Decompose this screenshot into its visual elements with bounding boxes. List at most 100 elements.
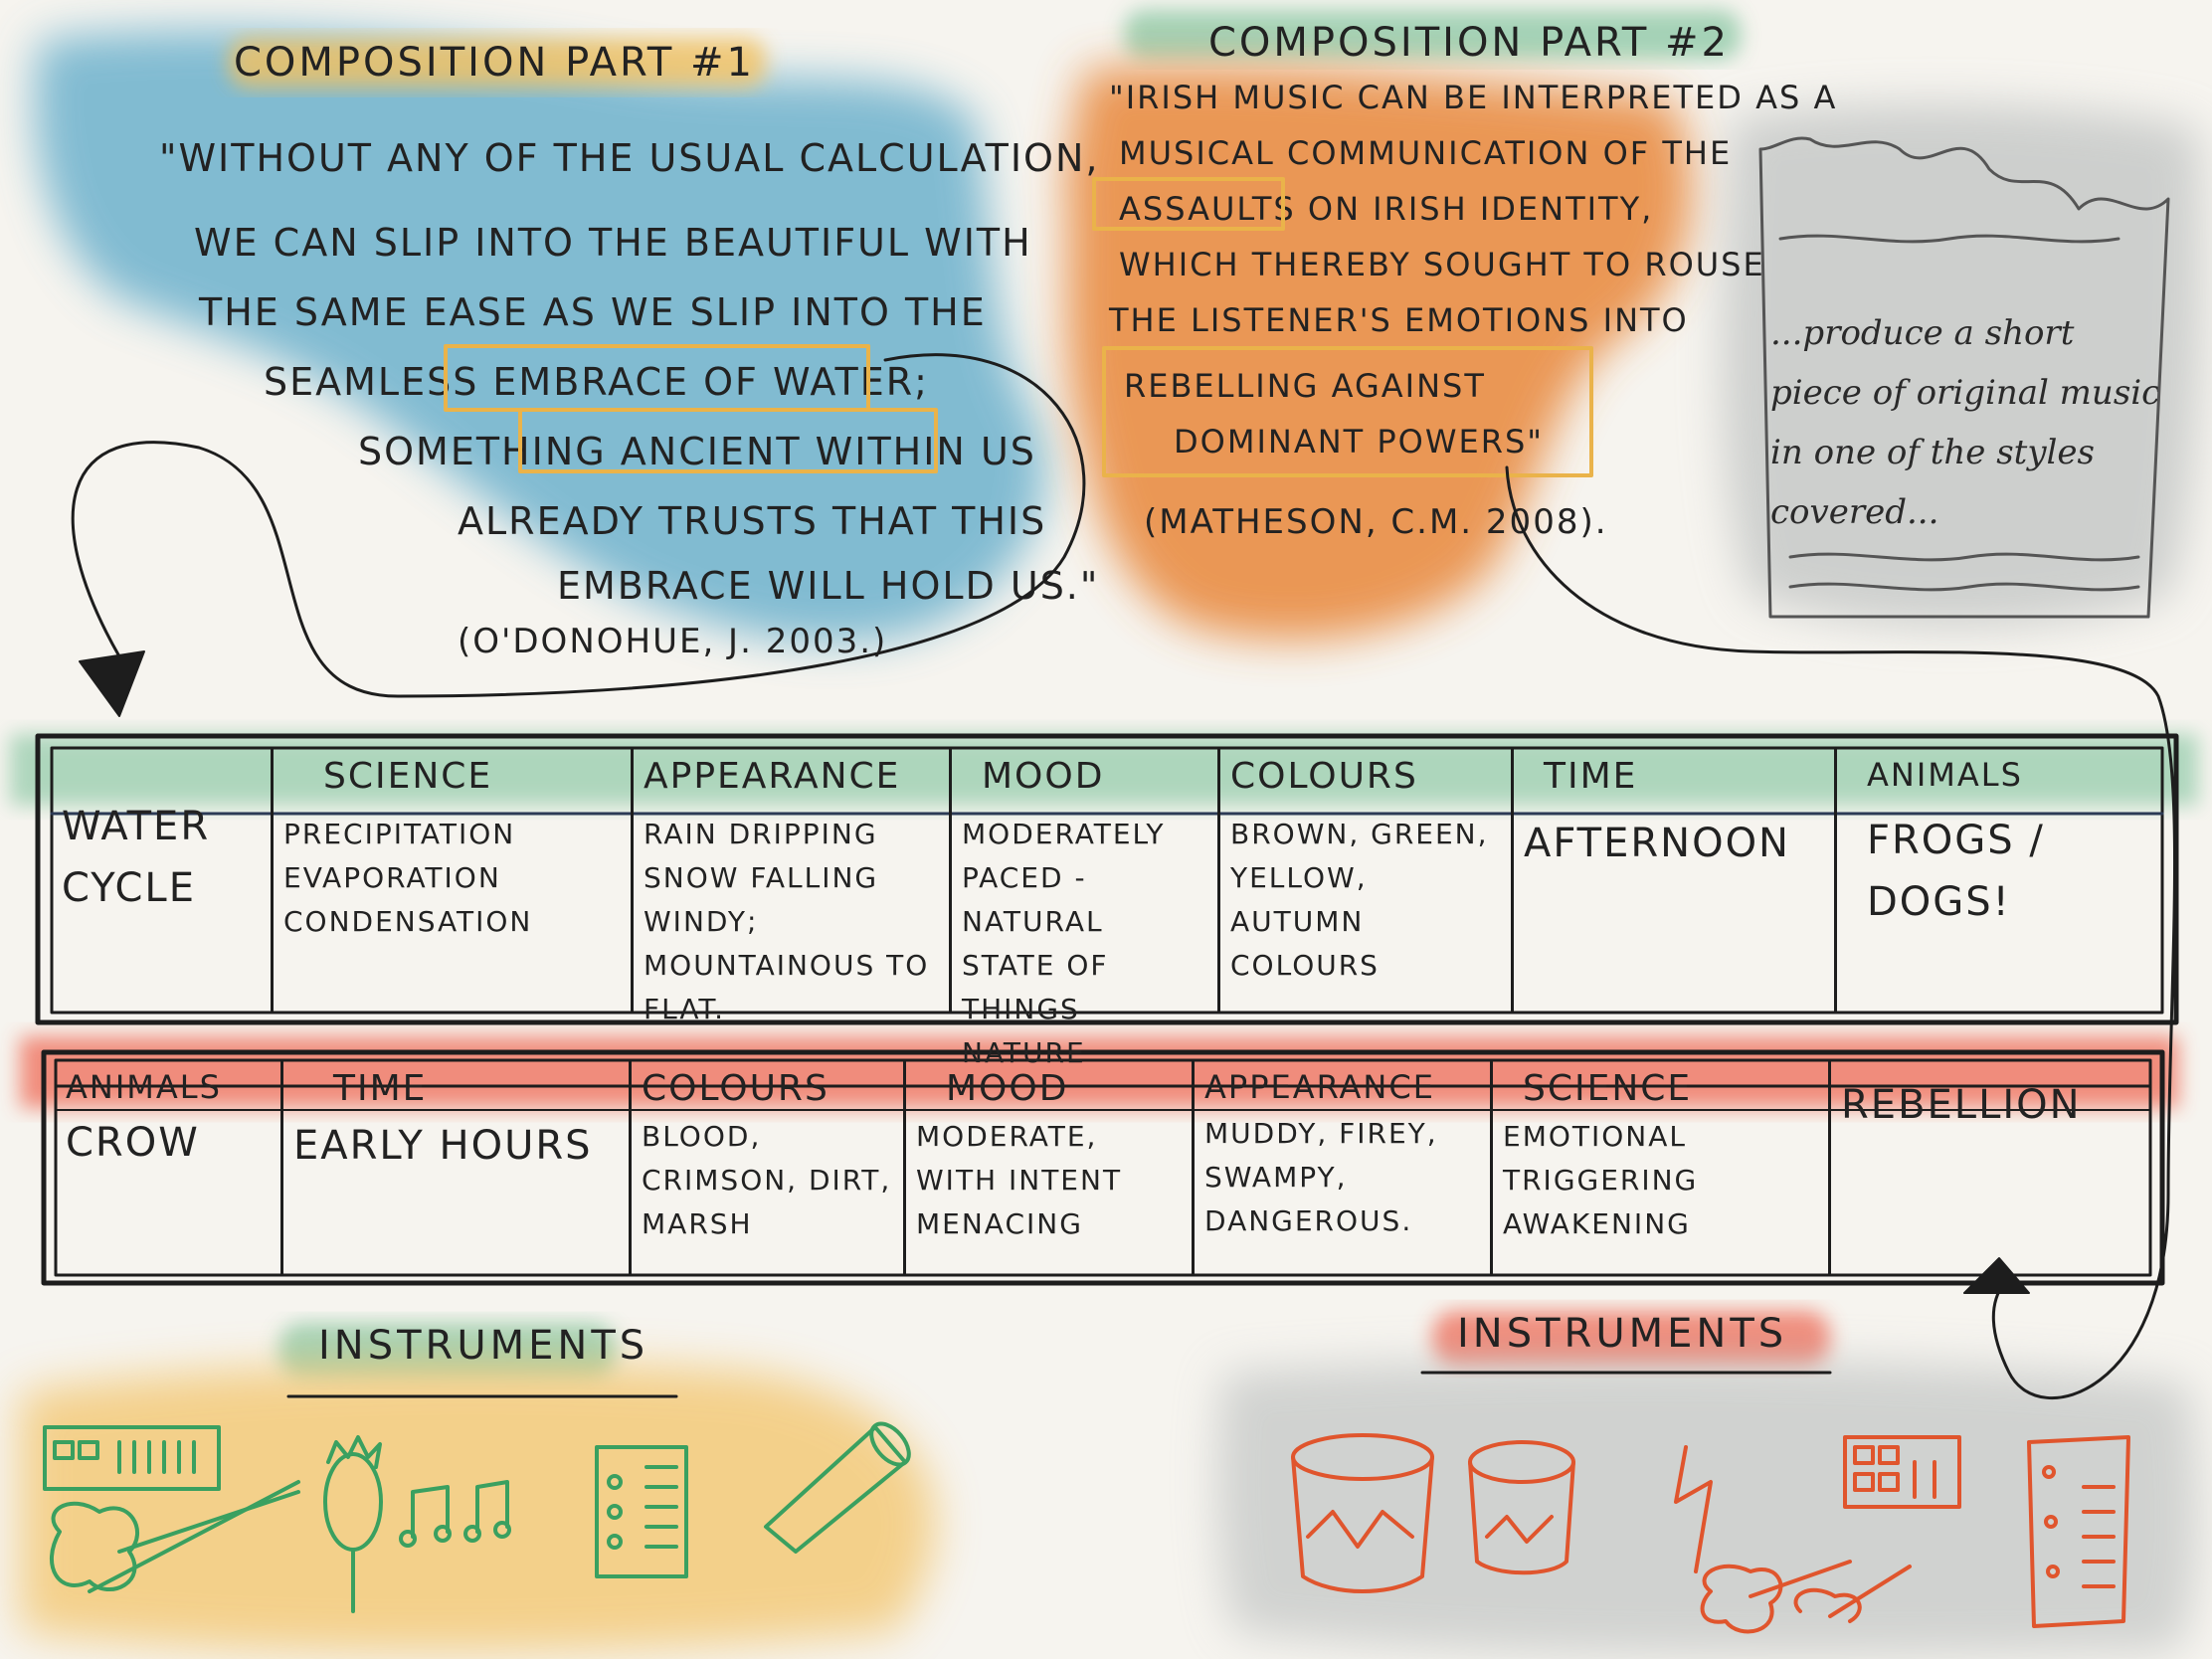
table1-cell: MODERATELY PACED - NATURAL STATE OF THIN…	[962, 818, 1166, 1069]
accordion-icon	[595, 1445, 688, 1578]
note-line: piece of original music	[1770, 373, 2161, 413]
note-line: covered...	[1770, 492, 1939, 532]
part1-citation: (O'DONOHUE, J. 2003.)	[458, 622, 888, 661]
table2-cell: MUDDY, FIREY, SWAMPY, DANGEROUS.	[1204, 1117, 1438, 1237]
table1-col: MOOD MODERATELY PACED - NATURAL STATE OF…	[949, 748, 1217, 1069]
table2-outer-border	[41, 1049, 2165, 1286]
table2-col: APPEARANCE MUDDY, FIREY, SWAMPY, DANGERO…	[1192, 1060, 1490, 1275]
table2-cell: MODERATE, WITH INTENT MENACING	[916, 1120, 1123, 1240]
table1-col: TIME AFTERNOON	[1511, 748, 1834, 1013]
part2-quote-line: DOMINANT POWERS"	[1174, 423, 1544, 461]
table2: ANIMALS CROW TIME EARLY HOURS COLOURS BL…	[56, 1060, 2150, 1275]
table1-cell: FROGS / DOGS!	[1867, 818, 2045, 925]
table1-header: APPEARANCE	[644, 756, 901, 797]
table1-cell: AFTERNOON	[1524, 821, 1790, 866]
part2-quote-line: WHICH THEREBY SOUGHT TO ROUSE	[1119, 246, 1765, 283]
fiddle-icon	[49, 1480, 300, 1593]
table1-outer-border	[35, 733, 2179, 1025]
table1-col: WATER CYCLE	[52, 748, 271, 1013]
table1-header: ANIMALS	[1867, 756, 2023, 794]
yellow-title-strip	[229, 38, 766, 88]
table2-inner-border	[54, 1058, 2152, 1277]
table2-cell: BLOOD, CRIMSON, DIRT, MARSH	[642, 1120, 892, 1240]
tin-whistle-icon	[764, 1421, 911, 1554]
table1-header: MOOD	[982, 756, 1105, 797]
highlight-embrace-of-water	[444, 344, 870, 412]
table2-col: SCIENCE EMOTIONAL TRIGGERING AWAKENING	[1490, 1060, 1828, 1275]
table1-cell: PRECIPITATION EVAPORATION CONDENSATION	[283, 818, 533, 938]
table2-header-wash	[20, 1036, 2178, 1108]
table2-header: COLOURS	[642, 1068, 830, 1109]
highlight-rebelling	[1102, 346, 1593, 477]
table1-cell-topic: WATER CYCLE	[62, 804, 211, 911]
table1-col: SCIENCE PRECIPITATION EVAPORATION CONDEN…	[271, 748, 631, 1013]
part2-citation: (MATHESON, C.M. 2008).	[1144, 502, 1608, 542]
connector-curve-right	[1505, 465, 2177, 1400]
bodhran-icon	[1468, 1440, 1575, 1575]
table1-cell: RAIN DRIPPING SNOW FALLING WINDY; MOUNTA…	[644, 818, 930, 1025]
keyboard-red-icon	[1843, 1435, 1961, 1509]
table2-cell: EARLY HOURS	[293, 1123, 593, 1169]
table2-col: REBELLION	[1828, 1060, 2150, 1275]
part1-title: COMPOSITION PART #1	[234, 40, 755, 86]
blue-wash	[34, 30, 1045, 643]
note-wavy-line	[1778, 234, 2120, 244]
table1-header-wash	[10, 734, 2198, 806]
music-notes-icon	[399, 1480, 511, 1548]
table2-header: MOOD	[946, 1068, 1069, 1109]
part1-quote-line: EMBRACE WILL HOLD US."	[557, 564, 1100, 608]
note-line: ...produce a short	[1770, 313, 2075, 353]
table1: WATER CYCLE SCIENCE PRECIPITATION EVAPOR…	[52, 748, 2162, 1069]
arrowhead-left-icon	[79, 650, 145, 717]
instruments-right-label: INSTRUMENTS	[1457, 1311, 1788, 1357]
part1-quote-line: WE CAN SLIP INTO THE BEAUTIFUL WITH	[194, 221, 1032, 265]
note-card-outline	[1758, 136, 2170, 619]
keyboard-icon	[43, 1425, 221, 1491]
grey-wash	[1722, 103, 2202, 627]
green-title-strip	[1124, 10, 1741, 60]
left-instruments-drawings	[43, 1421, 911, 1613]
fiddles-icon	[1700, 1560, 1912, 1634]
assignment-note: ...produce a short piece of original mus…	[1770, 303, 2160, 542]
table2-cell: CROW	[66, 1120, 200, 1166]
part2-quote-line: REBELLING AGAINST	[1124, 367, 1486, 405]
table2-cell: REBELLION	[1841, 1082, 2082, 1128]
table1-col: APPEARANCE RAIN DRIPPING SNOW FALLING WI…	[631, 748, 949, 1025]
part2-quote-line: MUSICAL COMMUNICATION OF THE	[1119, 134, 1733, 172]
table1-cell: BROWN, GREEN, YELLOW, AUTUMN COLOURS	[1230, 818, 1489, 982]
note-wavy-line	[1788, 582, 2140, 592]
table2-col: COLOURS BLOOD, CRIMSON, DIRT, MARSH	[629, 1060, 903, 1275]
part1-quote-line: THE SAME EASE AS WE SLIP INTO THE	[199, 290, 987, 334]
table1-header: SCIENCE	[323, 756, 493, 797]
table1-inner-border	[50, 746, 2164, 1014]
highlight-assaults	[1092, 177, 1285, 231]
part1-quote-line: "WITHOUT ANY OF THE USUAL CALCULATION,	[159, 136, 1100, 180]
part1-quote-line: SEAMLESS EMBRACE OF WATER;	[264, 360, 929, 404]
table1-header: COLOURS	[1230, 756, 1418, 797]
right-instruments-drawings	[1291, 1433, 2130, 1634]
part2-quote-line: THE LISTENER'S EMOTIONS INTO	[1109, 301, 1689, 339]
orange-wash	[1064, 67, 1692, 641]
table2-header: ANIMALS	[66, 1068, 222, 1106]
highlight-ancient-within-us	[518, 408, 938, 473]
part1-quote-line: ALREADY TRUSTS THAT THIS	[458, 499, 1047, 543]
part2-title: COMPOSITION PART #2	[1208, 20, 1730, 66]
part2-quote-line: "IRISH MUSIC CAN BE INTERPRETED AS A	[1109, 79, 1838, 116]
table1-header: TIME	[1544, 756, 1638, 797]
table2-col: ANIMALS CROW	[56, 1060, 280, 1275]
table2-col: MOOD MODERATE, WITH INTENT MENACING	[903, 1060, 1192, 1275]
part2-quote-line: ASSAULTS ON IRISH IDENTITY,	[1119, 190, 1654, 228]
singer-icon	[323, 1435, 383, 1613]
lightning-icon	[1674, 1445, 1713, 1573]
table2-col: TIME EARLY HOURS	[280, 1060, 629, 1275]
note-wavy-line	[1788, 552, 2140, 562]
note-line: in one of the styles	[1770, 433, 2095, 472]
table2-header: SCIENCE	[1523, 1068, 1693, 1109]
table1-col: COLOURS BROWN, GREEN, YELLOW, AUTUMN COL…	[1217, 748, 1511, 1013]
part1-quote-line: SOMETHING ANCIENT WITHIN US	[358, 430, 1036, 473]
table2-cell: EMOTIONAL TRIGGERING AWAKENING	[1503, 1120, 1699, 1240]
instruments-left-label: INSTRUMENTS	[318, 1323, 649, 1369]
drum-icon	[1291, 1433, 1434, 1593]
